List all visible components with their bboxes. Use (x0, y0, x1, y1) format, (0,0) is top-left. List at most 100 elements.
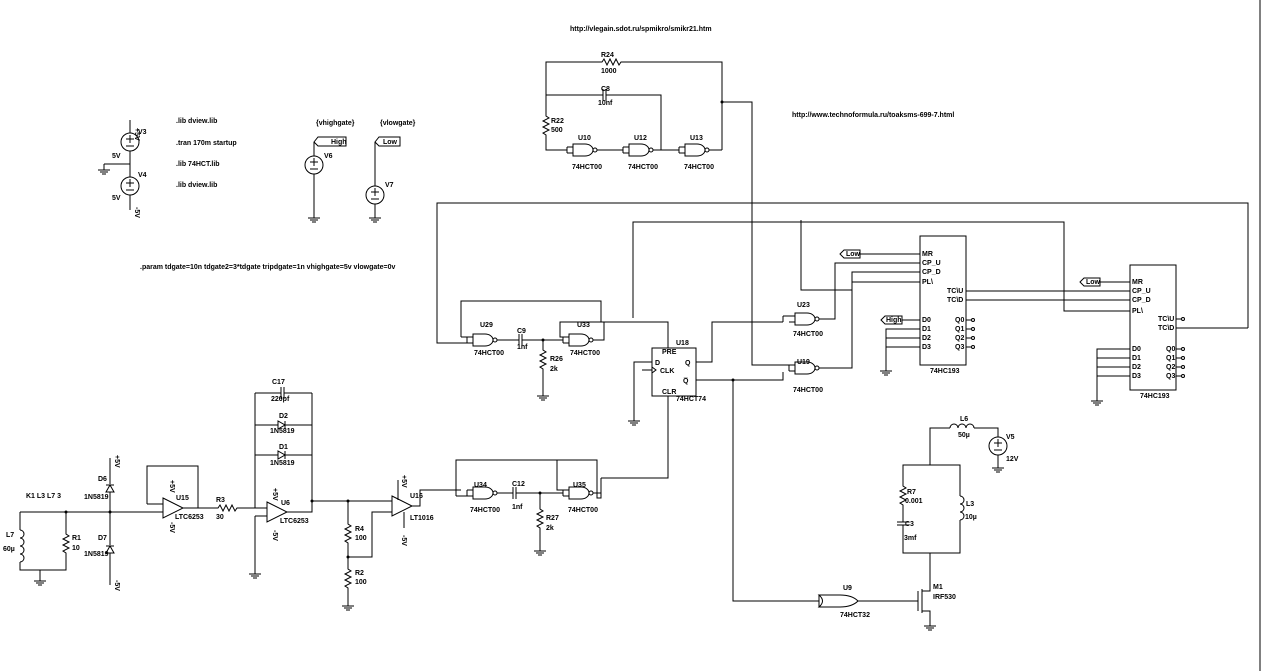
c2-pin-q0: Q0 (1166, 346, 1175, 353)
directive-3: .lib 74HCT.lib (176, 161, 220, 168)
u18-pin-qb: Q̅ (683, 377, 689, 385)
gates-u23-u19 (782, 262, 920, 375)
inductor-l7 (19, 529, 25, 563)
d2-value: 1N5819 (270, 428, 295, 435)
pulse-stage-u29-u33 (460, 300, 669, 401)
d6-plus-label: +5V (113, 455, 120, 468)
v4-minus-label: -5V (133, 207, 140, 218)
u6-name: U6 (281, 500, 290, 507)
u10-name: U10 (578, 135, 591, 142)
pulse-stage-u34-u35 (455, 459, 602, 556)
c1-pin-d0: D0 (922, 317, 931, 324)
r26-name: R26 (550, 356, 563, 363)
u34-name: U34 (474, 482, 487, 489)
r3-value: 30 (216, 514, 224, 521)
l6-value: 50µ (958, 432, 970, 439)
r26-value: 2k (550, 366, 558, 373)
c2-pin-cpu: CP_U (1132, 288, 1151, 295)
u6-minus-label: -5V (271, 530, 278, 541)
inductor-l3 (959, 495, 965, 521)
u23-name: U23 (797, 302, 810, 309)
u34-part: 74HCT00 (470, 507, 500, 514)
u18-pin-clk: CLK (660, 368, 674, 375)
feedback-wires (436, 202, 1249, 344)
c17-value: 220pf (271, 396, 290, 403)
or-gate-u9 (817, 594, 859, 608)
counter-left (839, 235, 1130, 376)
c1-pin-q1: Q1 (955, 326, 964, 333)
url-right: http://www.technoformula.ru/toaksms-699-… (792, 112, 954, 119)
c1-pin-tcd: TC\D (947, 297, 963, 304)
u13-part: 74HCT00 (684, 164, 714, 171)
v7-name: V7 (385, 182, 394, 189)
r22-value: 500 (551, 127, 563, 134)
c2-pin-d0: D0 (1132, 346, 1141, 353)
c1-pin-d3: D3 (922, 344, 931, 351)
c2-pin-q1: Q1 (1166, 355, 1175, 362)
v4-value: 5V (112, 195, 121, 202)
u19-name: U19 (797, 359, 810, 366)
c3-value: 3mf (904, 535, 917, 542)
url-top: http://vlegain.sdot.ru/spmikro/smikr21.h… (570, 26, 712, 33)
u29-part: 74HCT00 (474, 350, 504, 357)
r24-name: R24 (601, 52, 614, 59)
c1-pin-d2: D2 (922, 335, 931, 342)
c1-pin-cpd: CP_D (922, 269, 941, 276)
u9-part: 74HCT32 (840, 612, 870, 619)
opamp-u6 (248, 386, 392, 611)
c2-pin-pl: PL\ (1132, 308, 1143, 315)
c2-pin-q2: Q2 (1166, 364, 1175, 371)
u35-part: 74HCT00 (568, 507, 598, 514)
r2-value: 100 (355, 579, 367, 586)
r3-name: R3 (216, 497, 225, 504)
c1-pin-d1: D1 (922, 326, 931, 333)
c9-name: C9 (517, 328, 526, 335)
v7-low-label: Low (383, 139, 398, 146)
u15-minus-label: -5V (168, 522, 175, 533)
param-directive: .param tdgate=10n tdgate2=3*tdgate tripd… (140, 264, 395, 271)
d1-name: D1 (279, 444, 288, 451)
u6-part: LTC6253 (280, 518, 309, 525)
r27-value: 2k (546, 525, 554, 532)
r4-name: R4 (355, 526, 364, 533)
u16-plus-label: +5V (400, 475, 407, 488)
r2-name: R2 (355, 570, 364, 577)
c1-pin-q2: Q2 (955, 335, 964, 342)
u12-name: U12 (634, 135, 647, 142)
c1-pin-cpu: CP_U (922, 260, 941, 267)
c1-high-label: High (886, 317, 902, 324)
u15-plus-label: +5V (168, 480, 175, 493)
u35-name: U35 (573, 482, 586, 489)
u18-name: U18 (676, 340, 689, 347)
v6-name: V6 (324, 153, 333, 160)
d2-name: D2 (279, 413, 288, 420)
counter-right (1079, 264, 1248, 406)
r27-name: R27 (546, 515, 559, 522)
c2-low-label: Low (1086, 279, 1101, 286)
r24-value: 1000 (601, 68, 617, 75)
u6-plus-label: +5V (271, 488, 278, 501)
flipflop-u18 (601, 321, 819, 602)
u16-name: U16 (410, 493, 423, 500)
directive-4: .lib dview.lib (176, 182, 217, 189)
c1-low-label: Low (846, 251, 861, 258)
c12-value: 1nf (512, 504, 523, 511)
c2-pin-mr: MR (1132, 279, 1143, 286)
c2-part: 74HC193 (1140, 393, 1170, 400)
v3-value: 5V (112, 153, 121, 160)
v6-param: {vhighgate} (316, 120, 355, 127)
u18-pin-d: D (655, 360, 660, 367)
u33-name: U33 (577, 322, 590, 329)
c9-value: 1nf (517, 344, 528, 351)
d7-minus-label: -5V (113, 580, 120, 591)
c1-pin-q3: Q3 (955, 344, 964, 351)
u19-part: 74HCT00 (793, 387, 823, 394)
u18-pin-pre: PRE (662, 349, 677, 356)
c2-pin-d1: D1 (1132, 355, 1141, 362)
v5-value: 12V (1006, 456, 1019, 463)
r4-value: 100 (355, 535, 367, 542)
c2-pin-q3: Q3 (1166, 373, 1175, 380)
m1-part: IRF530 (933, 594, 956, 601)
l7-value: 60µ (3, 546, 15, 553)
u18-part: 74HCT74 (676, 396, 706, 403)
